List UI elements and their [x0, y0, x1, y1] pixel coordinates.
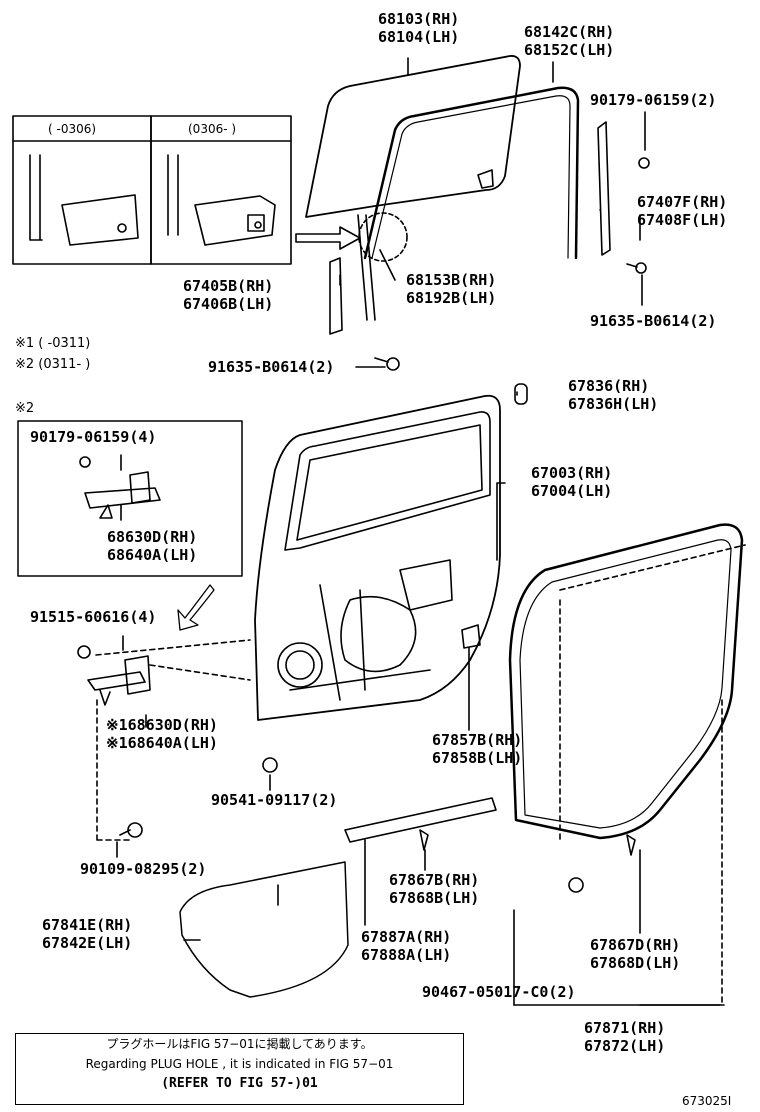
pointer-arrow — [295, 226, 361, 250]
part-68153b: 68153B(RH)68192B(LH) — [406, 271, 497, 307]
part-91635-b: 91635-B0614(2) — [590, 312, 717, 330]
front-channel — [329, 257, 343, 335]
hinge-upper — [79, 456, 161, 519]
weatherstrip — [508, 523, 744, 840]
part-90467: 90467-05017-C0(2) — [422, 983, 576, 1001]
part-91635-a: 91635-B0614(2) — [208, 358, 335, 376]
footer-en: Regarding PLUG HOLE , it is indicated in… — [85, 1057, 394, 1071]
pad — [461, 624, 481, 649]
division-bar — [357, 214, 376, 321]
part-67836: 67836(RH)67836H(LH) — [568, 377, 659, 413]
part-67841e: 67841E(RH)67842E(LH) — [42, 916, 133, 952]
figure-code: 673025I — [682, 1094, 732, 1108]
note-2: ※2 (0311- ) — [15, 357, 91, 372]
footer-jp: プラグホールはFIG 57−01に掲載してあります。 — [106, 1037, 373, 1051]
part-90179-b: 90179-06159(4) — [30, 428, 157, 446]
part-90109: 90109-08295(2) — [80, 860, 207, 878]
part-68630d: 68630D(RH)68640A(LH) — [107, 528, 198, 564]
part-90179-a: 90179-06159(2) — [590, 91, 717, 109]
window-glass — [305, 55, 521, 218]
part-90541: 90541-09117(2) — [211, 791, 338, 809]
footer-ref: (REFER TO FIG 57-)01 — [161, 1076, 318, 1091]
part-67871: 67871(RH)67872(LH) — [584, 1019, 666, 1055]
belt-moulding — [344, 797, 497, 843]
service-cover — [179, 861, 349, 998]
part-67887a: 67887A(RH)67888A(LH) — [361, 928, 452, 964]
glass-run — [363, 86, 580, 260]
note-2-header: ※2 — [15, 401, 35, 416]
part-67867d: 67867D(RH)67868D(LH) — [590, 936, 681, 972]
footer-note: プラグホールはFIG 57−01に掲載してあります。 Regarding PLU… — [15, 1033, 464, 1105]
part-168630d: ※168630D(RH)※168640A(LH) — [106, 716, 218, 752]
inset-right-label: (0306- ) — [188, 122, 237, 136]
plug — [514, 383, 528, 405]
part-67407f: 67407F(RH)67408F(LH) — [637, 193, 728, 229]
hinge-lower — [77, 645, 151, 706]
part-68103: 68103(RH)68104(LH) — [378, 10, 460, 46]
part-67003: 67003(RH)67004(LH) — [531, 464, 613, 500]
door-panel — [254, 394, 501, 721]
rear-channel — [597, 121, 611, 256]
inset-left-label: ( -0306) — [48, 122, 97, 136]
part-67857b: 67857B(RH)67858B(LH) — [432, 731, 523, 767]
part-67405b: 67405B(RH)67406B(LH) — [183, 277, 274, 313]
part-91515: 91515-60616(4) — [30, 608, 157, 626]
part-68142c: 68142C(RH)68152C(LH) — [524, 23, 615, 59]
detail-inset — [12, 115, 292, 265]
hinge-arrow — [177, 584, 215, 631]
note-1: ※1 ( -0311) — [15, 336, 91, 351]
part-67867b: 67867B(RH)67868B(LH) — [389, 871, 480, 907]
